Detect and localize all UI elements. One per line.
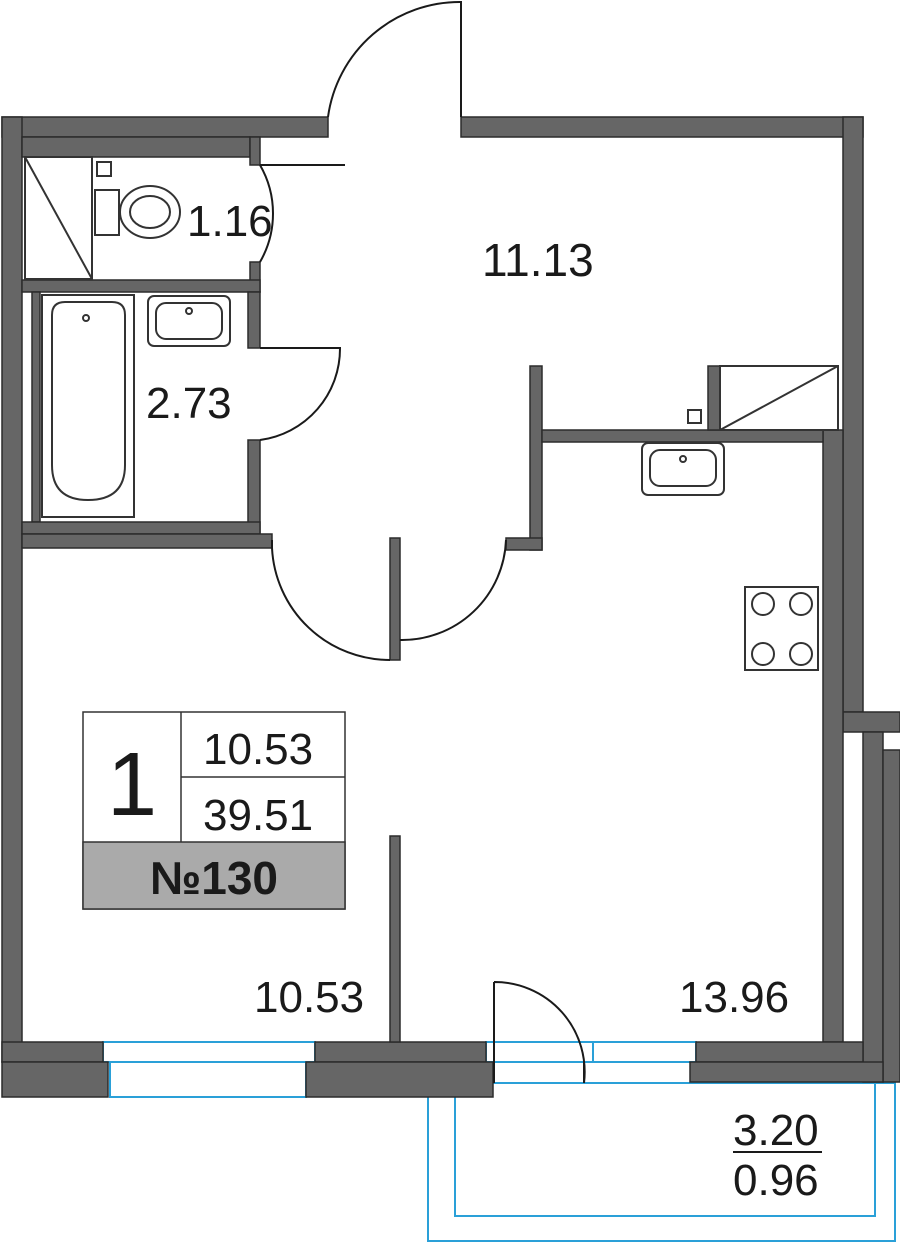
toilet-area: 1.16 — [187, 197, 273, 246]
toilet-tank-icon — [96, 161, 112, 177]
balcony-inner-frame — [454, 1082, 876, 1217]
rooms-count: 1 — [107, 735, 157, 835]
room-labels: 1.16 11.13 2.73 10.53 13.96 — [146, 197, 789, 1022]
toilet-tank — [94, 189, 120, 236]
walls — [1, 116, 900, 1098]
balcony-outer-frame — [427, 1082, 896, 1242]
wall-bath-inner-left — [31, 291, 41, 523]
kitchen-window — [485, 1041, 697, 1063]
bedroom-window-sill — [109, 1061, 307, 1098]
wall-kitchen-right — [822, 429, 844, 1043]
doors — [259, 0, 586, 1084]
balcony-labels: 3.20 0.96 — [733, 1106, 822, 1205]
apartment-info: 1 10.53 39.51 №130 — [82, 711, 346, 910]
bathroom-area: 2.73 — [146, 379, 232, 428]
wall-bottom-1 — [1, 1041, 104, 1063]
wall-hall-stub — [505, 537, 543, 551]
living-area: 10.53 — [203, 725, 313, 774]
wall-divider-lower — [389, 835, 401, 1043]
wall-bottom-2 — [314, 1041, 487, 1063]
wall-closet-left — [707, 365, 721, 431]
wall-toilet-top — [21, 136, 251, 158]
bathroom-door — [259, 347, 342, 441]
wall-corridor-bottom — [21, 533, 273, 549]
fixtures — [24, 156, 839, 671]
bedroom-door — [271, 547, 391, 662]
number-band — [82, 841, 346, 910]
wall-bath-bottom — [21, 521, 261, 535]
kitchen-riser-icon — [687, 409, 702, 424]
balcony-reduced-area: 0.96 — [733, 1156, 819, 1205]
hallway-area: 11.13 — [482, 234, 594, 286]
kitchen-area: 13.96 — [679, 973, 789, 1022]
wall-bottom-2b — [305, 1061, 494, 1098]
wall-bottom-1b — [1, 1061, 109, 1098]
wall-bath-right-a — [247, 291, 261, 349]
wall-right-step — [842, 711, 900, 733]
wall-toilet-bath — [21, 279, 261, 293]
stove-icon — [744, 586, 819, 671]
wall-right-lower-outer — [882, 749, 900, 1083]
total-area: 39.51 — [203, 791, 313, 840]
bedroom-area: 10.53 — [254, 973, 364, 1022]
wall-hall-right — [529, 365, 543, 551]
kitchen-door — [399, 539, 507, 642]
wall-toilet-right-a — [249, 136, 261, 166]
balcony-area: 3.20 — [733, 1106, 819, 1155]
entrance-door — [327, 0, 462, 118]
bedroom-window — [102, 1041, 316, 1063]
wall-bottom-3b — [689, 1061, 884, 1083]
wall-divider-upper — [389, 537, 401, 661]
wall-top-right — [460, 116, 864, 138]
wall-bottom-3 — [695, 1041, 864, 1063]
toilet-door — [259, 164, 274, 263]
apartment-number: №130 — [150, 852, 278, 904]
wall-top-left — [1, 116, 329, 138]
wall-kitchen-top — [541, 429, 824, 443]
wall-right-lower — [862, 731, 884, 1083]
balcony-door — [493, 980, 586, 1084]
wall-left — [1, 116, 23, 1063]
wall-right-upper — [842, 116, 864, 713]
balcony — [427, 1082, 896, 1242]
